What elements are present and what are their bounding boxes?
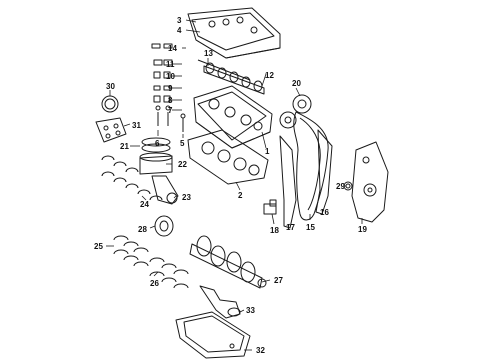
valve-cover [187, 7, 281, 59]
piston-rings [141, 137, 171, 153]
seal-retainer [95, 117, 127, 143]
callout-2: 2 [238, 191, 243, 200]
camshaft [197, 59, 265, 95]
callout-31: 31 [132, 121, 141, 130]
rod-bearings [101, 155, 163, 201]
callout-33: 33 [246, 306, 255, 315]
cylinder-head [193, 85, 273, 149]
callout-7: 7 [168, 106, 173, 115]
rear-seal [101, 95, 119, 113]
callout-labels: 3 4 14 13 11 10 9 8 7 12 20 30 31 6 5 1 … [94, 16, 367, 355]
crankshaft [189, 235, 267, 289]
leader-lines [106, 19, 363, 351]
timing-chain [279, 111, 333, 229]
callout-8: 8 [168, 96, 173, 105]
callout-21: 21 [120, 142, 129, 151]
callout-16: 16 [320, 208, 329, 217]
callout-6: 6 [155, 139, 160, 148]
callout-17: 17 [286, 223, 295, 232]
callout-9: 9 [168, 84, 173, 93]
callout-3: 3 [177, 16, 182, 25]
callout-25: 25 [94, 242, 103, 251]
callout-27: 27 [274, 276, 283, 285]
callout-22: 22 [178, 160, 187, 169]
oil-pan [175, 311, 251, 359]
callout-10: 10 [166, 72, 175, 81]
cam-sprocket [279, 94, 312, 129]
callout-29: 29 [336, 182, 345, 191]
callout-1: 1 [265, 147, 270, 156]
callout-20: 20 [292, 79, 301, 88]
callout-24: 24 [140, 200, 149, 209]
callout-15: 15 [306, 223, 315, 232]
callout-14: 14 [168, 44, 177, 53]
callout-28: 28 [138, 225, 147, 234]
callout-18: 18 [270, 226, 279, 235]
callout-12: 12 [265, 71, 274, 80]
callout-5: 5 [180, 139, 185, 148]
valve-train-parts [151, 43, 186, 132]
callout-13: 13 [204, 49, 213, 58]
callout-32: 32 [256, 346, 265, 355]
crank-pulley [154, 215, 174, 237]
callout-11: 11 [166, 60, 175, 69]
callout-30: 30 [106, 82, 115, 91]
callout-19: 19 [358, 225, 367, 234]
connecting-rod [151, 175, 179, 205]
piston [139, 152, 173, 175]
callout-23: 23 [182, 193, 191, 202]
callout-4: 4 [177, 26, 182, 35]
callout-26: 26 [150, 279, 159, 288]
chain-tensioner [263, 199, 277, 215]
head-gasket [187, 129, 269, 185]
timing-cover [351, 141, 389, 223]
main-bearings [113, 235, 189, 289]
